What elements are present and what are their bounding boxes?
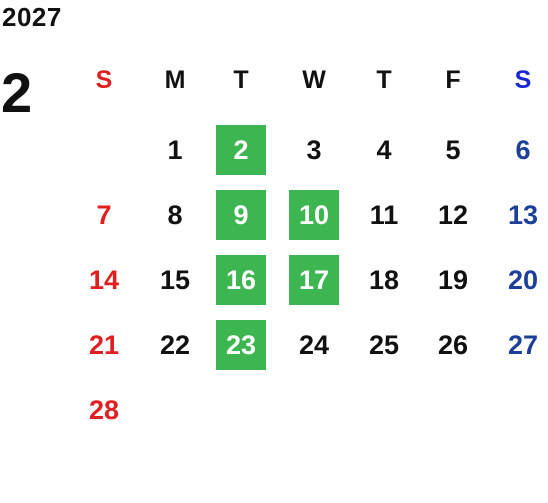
date-cell[interactable]: 18 bbox=[368, 265, 400, 295]
date-cell[interactable]: 14 bbox=[88, 265, 120, 295]
date-cell[interactable]: 4 bbox=[376, 135, 392, 165]
date-cell[interactable]: 24 bbox=[298, 330, 330, 360]
date-cell[interactable]: 15 bbox=[159, 265, 191, 295]
date-cell[interactable]: 27 bbox=[507, 330, 539, 360]
date-cell-highlighted[interactable]: 23 bbox=[216, 320, 266, 370]
date-cell-highlighted[interactable]: 2 bbox=[216, 125, 266, 175]
weekday-sat: S bbox=[514, 66, 532, 94]
month-number: 2 bbox=[1, 61, 33, 124]
date-cell[interactable]: 25 bbox=[368, 330, 400, 360]
date-cell[interactable]: 22 bbox=[159, 330, 191, 360]
date-cell[interactable]: 11 bbox=[369, 200, 399, 230]
date-cell[interactable]: 5 bbox=[445, 135, 461, 165]
weekday-mon: M bbox=[164, 66, 186, 94]
date-cell[interactable]: 12 bbox=[437, 200, 469, 230]
date-cell-highlighted[interactable]: 16 bbox=[216, 255, 266, 305]
date-cell-highlighted[interactable]: 17 bbox=[289, 255, 339, 305]
year-label: 2027 bbox=[2, 2, 62, 32]
weekday-tue: T bbox=[233, 66, 249, 94]
date-cell[interactable]: 21 bbox=[88, 330, 120, 360]
date-cell[interactable]: 20 bbox=[507, 265, 539, 295]
date-cell[interactable]: 6 bbox=[515, 135, 531, 165]
weekday-fri: F bbox=[445, 66, 461, 94]
date-cell[interactable]: 3 bbox=[306, 135, 322, 165]
weekday-wed: W bbox=[302, 66, 326, 94]
date-cell[interactable]: 13 bbox=[507, 200, 539, 230]
date-cell-highlighted[interactable]: 9 bbox=[216, 190, 266, 240]
date-cell-highlighted[interactable]: 10 bbox=[289, 190, 339, 240]
date-cell[interactable]: 8 bbox=[167, 200, 183, 230]
weekday-thu: T bbox=[376, 66, 392, 94]
weekday-sun: S bbox=[95, 66, 113, 94]
date-cell[interactable]: 26 bbox=[437, 330, 469, 360]
date-cell[interactable]: 19 bbox=[437, 265, 469, 295]
date-cell[interactable]: 28 bbox=[88, 395, 120, 425]
date-cell[interactable]: 1 bbox=[167, 135, 183, 165]
date-cell[interactable]: 7 bbox=[96, 200, 112, 230]
